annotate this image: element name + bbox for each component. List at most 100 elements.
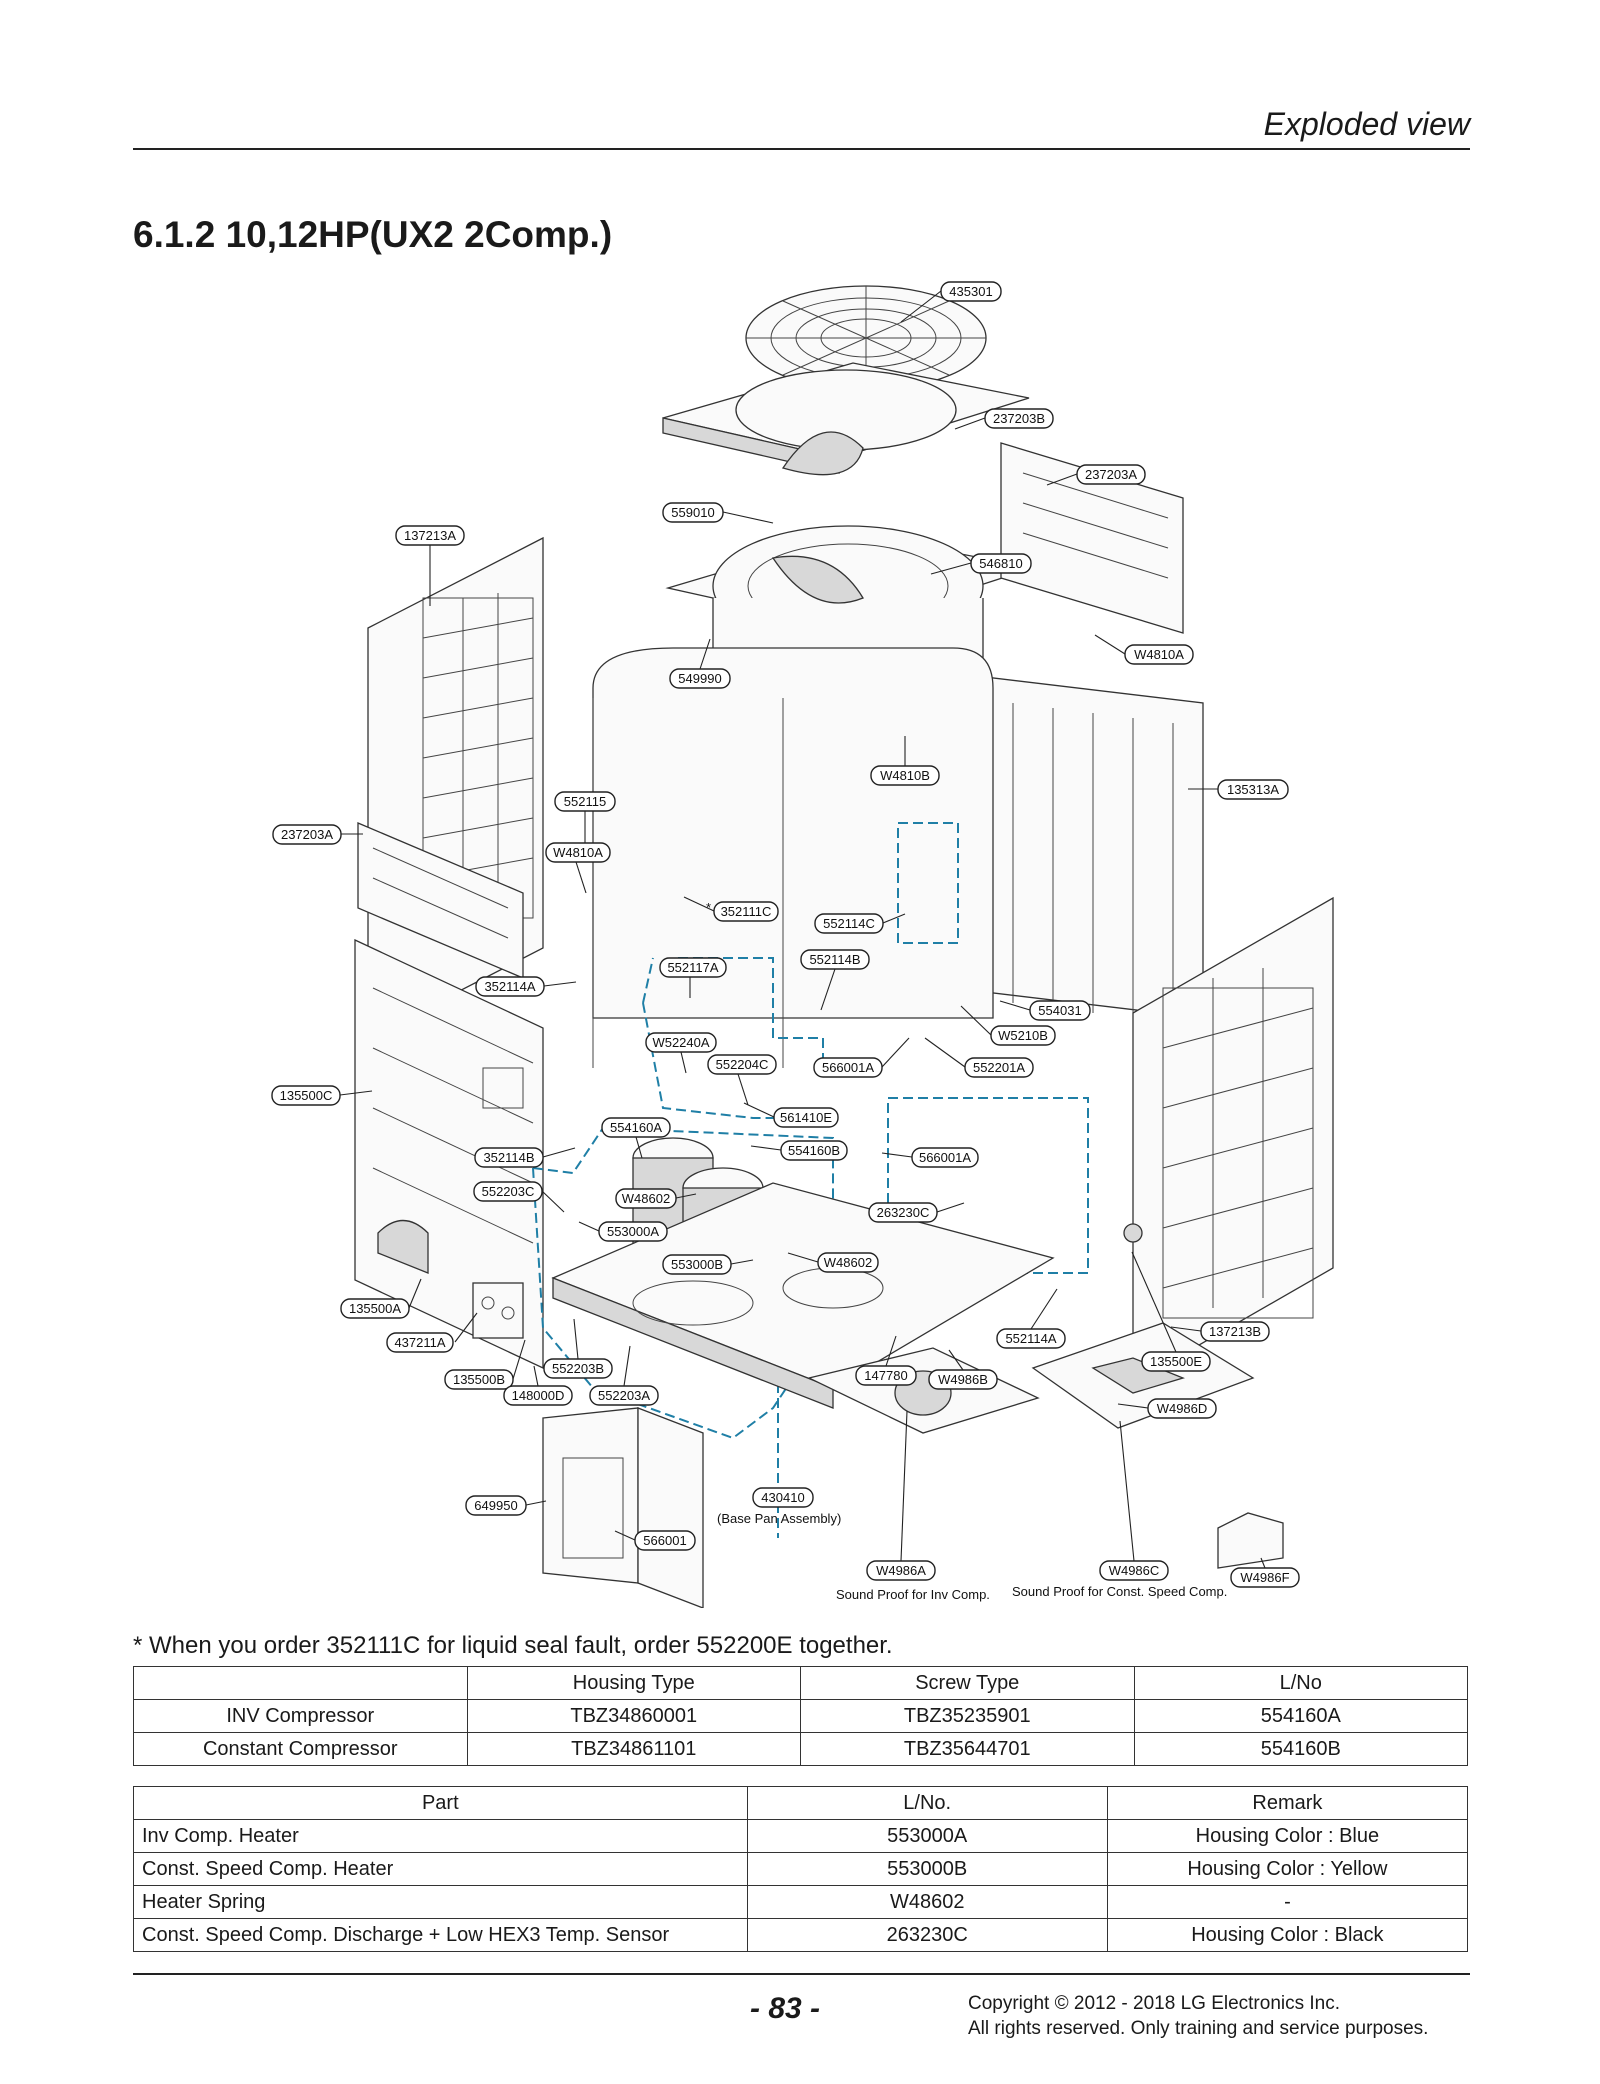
callout: 552203A <box>589 1345 659 1406</box>
table-cell: 554160A <box>1133 1699 1468 1733</box>
table-cell: 554160B <box>1133 1732 1468 1766</box>
callout-label: 554160B <box>788 1143 840 1158</box>
callout: W4986C <box>1099 1420 1169 1581</box>
callout-label: W4810A <box>553 845 603 860</box>
callout-label: 135500A <box>349 1301 401 1316</box>
sound-proof-inv-label: Sound Proof for Inv Comp. <box>836 1587 990 1602</box>
callout: 649950 <box>465 1495 547 1516</box>
callout-label: 566001A <box>919 1150 971 1165</box>
callout-label: 549990 <box>678 671 721 686</box>
table-cell: 553000B <box>746 1852 1108 1886</box>
callout-label: 135500B <box>453 1372 505 1387</box>
callout: 559010 <box>662 502 774 524</box>
callout-label: 237203B <box>993 411 1045 426</box>
callout: W4986B <box>928 1349 998 1390</box>
callout: W52240A <box>645 1032 717 1074</box>
callout-label: 552203A <box>598 1388 650 1403</box>
callout: W4810A <box>1094 634 1194 665</box>
callout-label: 135500E <box>1150 1354 1202 1369</box>
table-cell: W48602 <box>746 1885 1108 1919</box>
compressor-table: Housing Type Screw Type L/No INV Compres… <box>133 1666 1468 1766</box>
callout: 552203B <box>543 1318 613 1379</box>
table-cell: Const. Speed Comp. Heater <box>133 1852 748 1886</box>
callout: 552204C <box>707 1054 777 1106</box>
callout-label: W52240A <box>652 1035 709 1050</box>
callout: 137213B <box>1170 1321 1270 1342</box>
callout-label: 263230C <box>877 1205 930 1220</box>
parts-table: Part L/No. Remark Inv Comp. Heater 55300… <box>133 1786 1469 1952</box>
callout: W4986D <box>1117 1398 1217 1419</box>
right-side-panel <box>1123 896 1334 1385</box>
callout: 135313A <box>1188 779 1289 800</box>
callout-label: 566001A <box>822 1060 874 1075</box>
table-header-cell: Housing Type <box>466 1666 801 1700</box>
callout-label: 552115 <box>564 794 606 809</box>
callout: W4810A <box>545 842 611 894</box>
table-cell: Inv Comp. Heater <box>133 1819 748 1853</box>
front-panel <box>354 938 544 1370</box>
callout: 549990 <box>669 638 731 689</box>
callout: 237203A <box>272 824 363 845</box>
callout-label: 649950 <box>474 1498 517 1513</box>
order-note: * When you order 352111C for liquid seal… <box>133 1632 893 1659</box>
table-cell: 263230C <box>746 1918 1108 1952</box>
callout-label: 147780 <box>864 1368 907 1383</box>
callout: 566001A <box>813 1037 910 1078</box>
header-section-name: Exploded view <box>1263 106 1470 142</box>
callout-label: W4986A <box>876 1563 926 1578</box>
table-row: Const. Speed Comp. Heater 553000B Housin… <box>133 1852 1469 1886</box>
table-cell: Constant Compressor <box>133 1732 468 1766</box>
callout-label: 352111C <box>721 904 772 919</box>
heat-exchanger-coil <box>592 647 994 1068</box>
base-pan-sublabel: (Base Pan Assembly) <box>717 1511 841 1526</box>
callout-label: W48602 <box>824 1255 872 1270</box>
callout: 554031 <box>999 1000 1091 1021</box>
callout: 552114B <box>800 949 870 1011</box>
callout-label: 437211A <box>394 1335 445 1350</box>
callout-label: W5210B <box>998 1028 1048 1043</box>
header-rule <box>133 148 1470 150</box>
callout: 237203A <box>1046 464 1146 486</box>
table-header-cell: L/No. <box>746 1786 1108 1820</box>
callout-label: 554031 <box>1038 1003 1081 1018</box>
table-row: INV Compressor TBZ34860001 TBZ35235901 5… <box>133 1699 1468 1733</box>
table-row: Inv Comp. Heater 553000A Housing Color :… <box>133 1819 1469 1853</box>
table-header-cell <box>133 1666 468 1700</box>
sound-proof-const-label: Sound Proof for Const. Speed Comp. <box>1012 1584 1227 1599</box>
callout: 237203B <box>954 408 1054 430</box>
callout-label: 435301 <box>949 284 992 299</box>
callout: 552114C <box>814 913 906 934</box>
callout-layer: 435301 237203B 237203A 559010 546810 137… <box>271 281 1300 1602</box>
table-cell: INV Compressor <box>133 1699 468 1733</box>
callout: 263230C <box>868 1202 965 1223</box>
callout: 147780 <box>855 1335 917 1386</box>
exploded-view-diagram: 435301 237203B 237203A 559010 546810 137… <box>271 281 1334 1608</box>
table-cell: - <box>1106 1885 1469 1919</box>
callout-label: 552203B <box>552 1361 604 1376</box>
table-cell: TBZ35235901 <box>800 1699 1135 1733</box>
callout: W48602 <box>615 1188 697 1209</box>
callout: W4986F <box>1230 1557 1300 1588</box>
callout-label: 237203A <box>281 827 333 842</box>
callout: 546810 <box>930 553 1032 575</box>
control-box <box>542 1407 704 1608</box>
callout: W48602 <box>787 1252 879 1273</box>
callout: 135500E <box>1131 1251 1211 1372</box>
table-header-cell: Screw Type <box>800 1666 1135 1700</box>
callout-label: W4986D <box>1157 1401 1208 1416</box>
callout: W5210B <box>960 1005 1056 1046</box>
callout: 552115 <box>554 791 616 852</box>
callout-label: 566001 <box>643 1533 686 1548</box>
callout-label: W4810A <box>1134 647 1184 662</box>
base-pan <box>551 1182 1055 1409</box>
table-row: Constant Compressor TBZ34861101 TBZ35644… <box>133 1732 1468 1766</box>
callout: 352114B <box>474 1147 576 1168</box>
table-cell: 553000A <box>746 1819 1108 1853</box>
copyright: Copyright © 2012 - 2018 LG Electronics I… <box>968 1991 1428 2041</box>
callout: 552117A <box>659 957 727 998</box>
callout: 148000D <box>503 1365 573 1406</box>
callout-label: 552203C <box>482 1184 535 1199</box>
sound-proof-const <box>1031 1322 1255 1429</box>
callout: 554160B <box>750 1140 848 1161</box>
footer-rule <box>133 1973 1470 1975</box>
